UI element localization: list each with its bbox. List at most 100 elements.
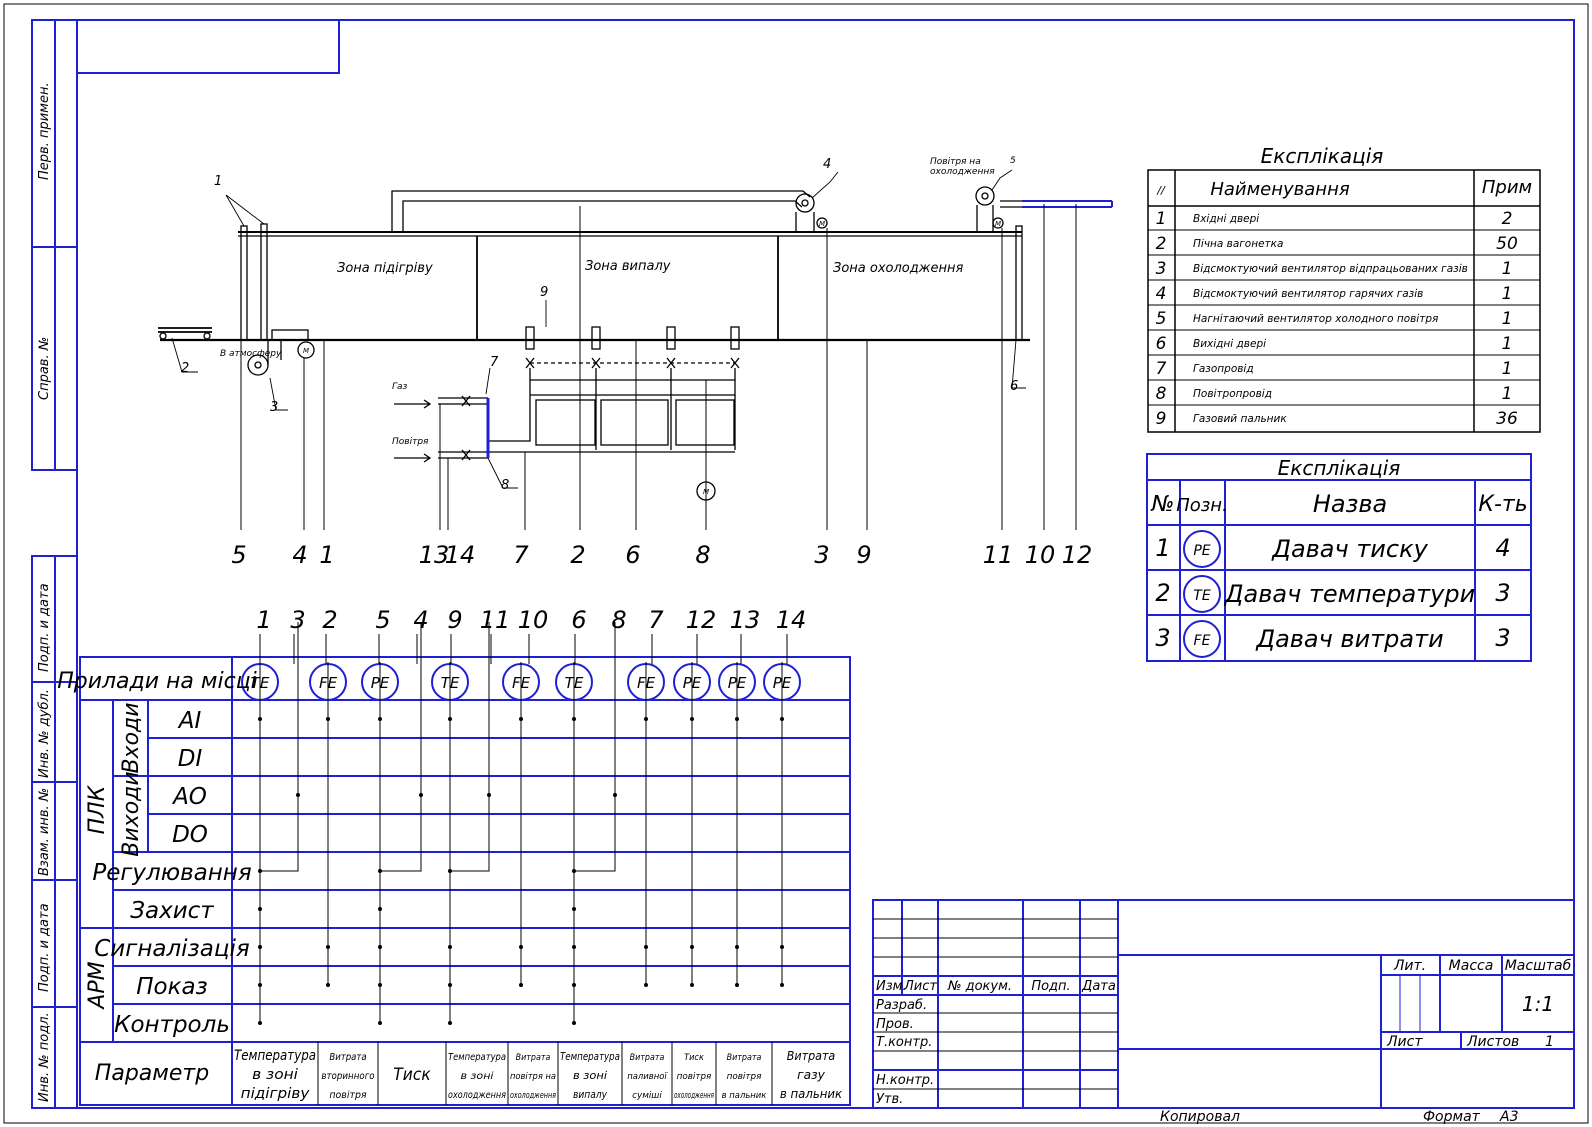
matrix-row-labels: AIDIAODOРегулюванняЗахистСигналізаціяПок… <box>92 708 252 1038</box>
svg-text:Лист: Лист <box>1386 1034 1423 1050</box>
line-numbers: 5 4 1 13 14 7 2 6 8 3 9 11 10 12 <box>231 541 1092 569</box>
expl2-symbol-circle <box>1183 530 1221 568</box>
connection-dot <box>378 907 382 911</box>
svg-text:М: М <box>303 347 309 355</box>
matrix-param-line: суміші <box>632 1091 662 1101</box>
svg-text:А3: А3 <box>1499 1109 1518 1125</box>
matrix-param-line: в пальник <box>722 1091 767 1101</box>
svg-text:М: М <box>703 488 709 496</box>
connection-dot <box>690 983 694 987</box>
expl2-name: Давач температури <box>1224 580 1475 608</box>
svg-text:Подп.: Подп. <box>1031 979 1070 994</box>
svg-text:М: М <box>819 220 825 228</box>
connection-dot <box>780 717 784 721</box>
explication-1-title: Експлікація <box>1261 144 1384 168</box>
matrix-param-line: в зоні <box>461 1070 494 1082</box>
matrix-param-line: повітря на <box>510 1072 556 1082</box>
expl2-code: PE <box>1193 543 1210 559</box>
matrix-top-number: 7 <box>648 606 664 634</box>
matrix-param-line: підігріву <box>241 1086 311 1102</box>
connection-dot <box>572 945 576 949</box>
matrix-row-label: DI <box>178 746 203 772</box>
svg-text:2: 2 <box>570 541 585 569</box>
expl2-symbol-circle <box>1183 620 1221 658</box>
instrument-lines <box>240 204 1077 530</box>
svg-text:Утв.: Утв. <box>876 1092 903 1107</box>
side-stamp-labels: Перв. примен. Справ. № Подп. и дата Инв.… <box>37 82 52 1102</box>
expl2-symbol-circle <box>1183 575 1221 613</box>
expl1-name: Відсмоктуючий вентилятор гарячих газів <box>1193 288 1423 300</box>
expl1-qty: 1 <box>1502 334 1513 354</box>
expl2-code: FE <box>1194 633 1211 649</box>
matrix-param-line: газу <box>797 1067 825 1082</box>
svg-text:Назва: Назва <box>1313 490 1387 518</box>
expl1-name: Нагнітаючий вентилятор холодного повітря <box>1193 313 1438 325</box>
expl1-name: Газопровід <box>1193 363 1254 375</box>
expl1-num: 2 <box>1156 234 1167 254</box>
callout-1: 1 <box>214 174 222 189</box>
stamp-inv-podl: Инв. № подл. <box>37 1012 52 1102</box>
expl1-num: 3 <box>1156 259 1167 279</box>
stamp-vzam-inv: Взам. инв. № <box>37 788 52 876</box>
connection-dot <box>258 945 262 949</box>
expl1-qty: 2 <box>1502 209 1513 229</box>
connection-dot <box>378 983 382 987</box>
matrix-param-line: Температура <box>448 1052 506 1063</box>
svg-text:Масса: Масса <box>1449 958 1494 974</box>
atmosphere-label: В атмосферу <box>220 349 282 359</box>
expl1-qty: 1 <box>1502 359 1513 379</box>
matrix-param-line: Витрата <box>787 1048 835 1063</box>
ao-loop-line <box>260 622 299 872</box>
matrix-param-line: Витрата <box>727 1053 762 1063</box>
stamp-inv-dubl: Инв. № дубл. <box>37 689 52 778</box>
expl1-qty: 50 <box>1496 234 1518 254</box>
svg-text:№: № <box>1151 492 1175 517</box>
ao-loop-line <box>380 622 422 872</box>
matrix-param-line: Витрата <box>630 1053 665 1063</box>
callout-7: 7 <box>490 355 499 370</box>
matrix-top-number: 9 <box>447 606 462 634</box>
expl1-num: 5 <box>1156 309 1167 329</box>
svg-text:6: 6 <box>625 541 640 569</box>
connection-dot <box>519 717 523 721</box>
connection-dot <box>258 983 262 987</box>
scheme-labels: Зона підігріву Зона випалу Зона охолодже… <box>181 156 1018 493</box>
expl1-qty: 1 <box>1502 259 1513 279</box>
matrix-top-number: 14 <box>776 606 807 634</box>
matrix-row-label: DO <box>172 822 208 848</box>
ao-loop-line <box>574 622 616 872</box>
expl1-qty: 36 <box>1496 409 1518 429</box>
connection-dot <box>326 983 330 987</box>
svg-text:Лит.: Лит. <box>1393 958 1426 974</box>
connection-dot <box>572 907 576 911</box>
matrix-top-number: 5 <box>375 606 390 634</box>
svg-text:Найменування: Найменування <box>1210 179 1350 200</box>
svg-text://: // <box>1156 184 1166 197</box>
connection-dot <box>519 945 523 949</box>
connection-dot <box>644 717 648 721</box>
connection-dot <box>644 945 648 949</box>
zone-cooling-label: Зона охолодження <box>833 261 963 276</box>
matrix-param-line: в зоні <box>252 1067 298 1083</box>
matrix-top-number: 4 <box>413 606 428 634</box>
air-label: Повітря <box>392 437 429 447</box>
svg-text:14: 14 <box>445 541 476 569</box>
connection-dot <box>735 717 739 721</box>
burner-group <box>488 326 740 453</box>
matrix-param-line: випалу <box>573 1089 608 1101</box>
matrix-param-line: в зоні <box>573 1070 607 1082</box>
expl1-num: 1 <box>1156 209 1167 229</box>
callout-6: 6 <box>1010 379 1018 394</box>
svg-text:11: 11 <box>983 541 1014 569</box>
svg-text:Н.контр.: Н.контр. <box>876 1073 934 1088</box>
matrix-top-number: 6 <box>571 606 586 634</box>
matrix-top-number: 10 <box>518 606 549 634</box>
expl1-num: 7 <box>1156 359 1167 379</box>
stamp-sprav: Справ. № <box>37 337 52 400</box>
